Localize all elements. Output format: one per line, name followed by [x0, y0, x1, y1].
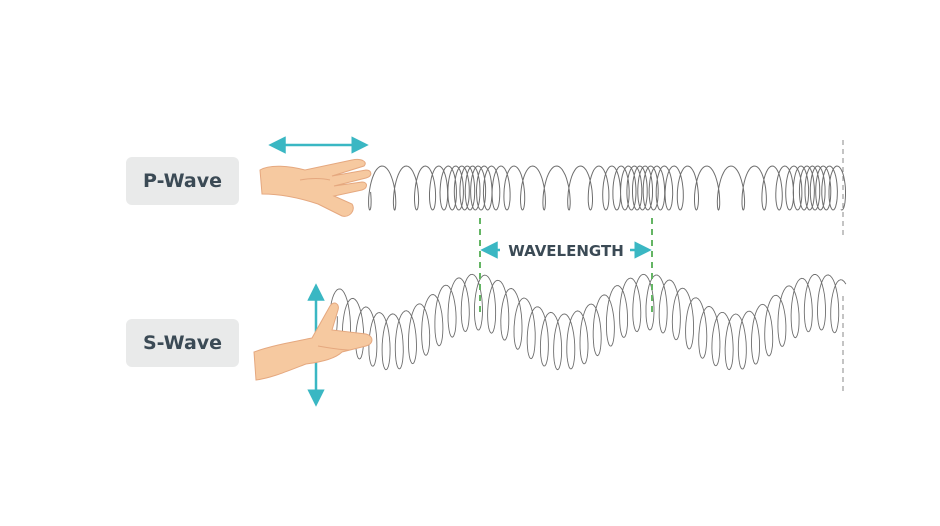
s-wave-label: S-Wave	[126, 319, 239, 367]
p-wave-spring	[368, 165, 846, 211]
wavelength-label: WAVELENGTH	[508, 242, 624, 260]
p-wave-label-text: P-Wave	[143, 170, 222, 192]
hand-shake-icon	[253, 302, 373, 381]
hand-push-icon	[259, 159, 372, 217]
s-wave-spring	[328, 273, 847, 371]
p-wave-label: P-Wave	[126, 157, 239, 205]
s-wave-label-text: S-Wave	[142, 332, 223, 354]
